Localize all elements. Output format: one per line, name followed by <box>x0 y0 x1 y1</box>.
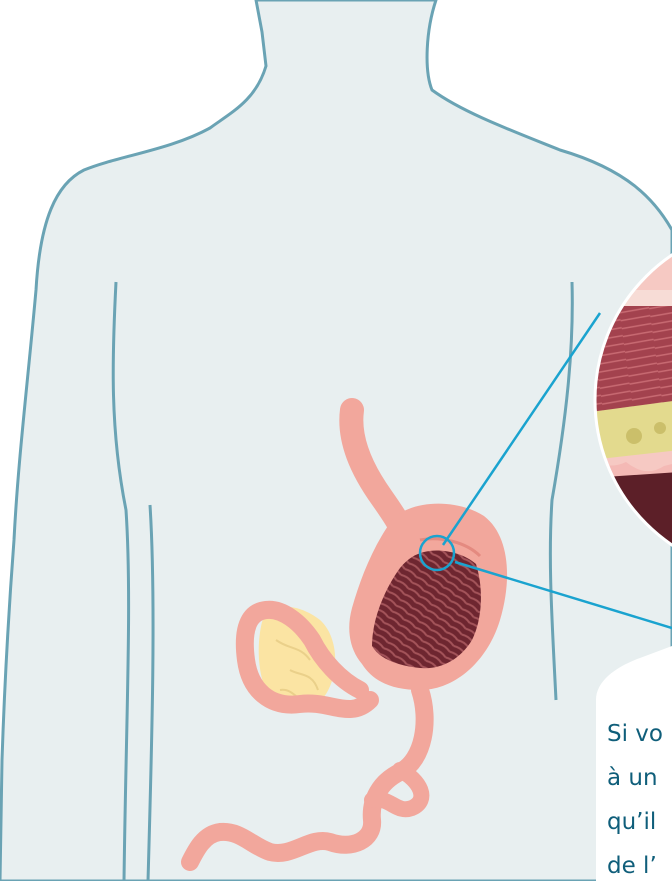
caption-line-2: à un <box>607 756 672 800</box>
caption-line-4: de l’ <box>607 844 672 881</box>
caption-text: Si vo à un qu’il de l’ <box>607 712 672 881</box>
caption-line-3: qu’il <box>607 800 672 844</box>
caption-line-1: Si vo <box>607 712 672 756</box>
